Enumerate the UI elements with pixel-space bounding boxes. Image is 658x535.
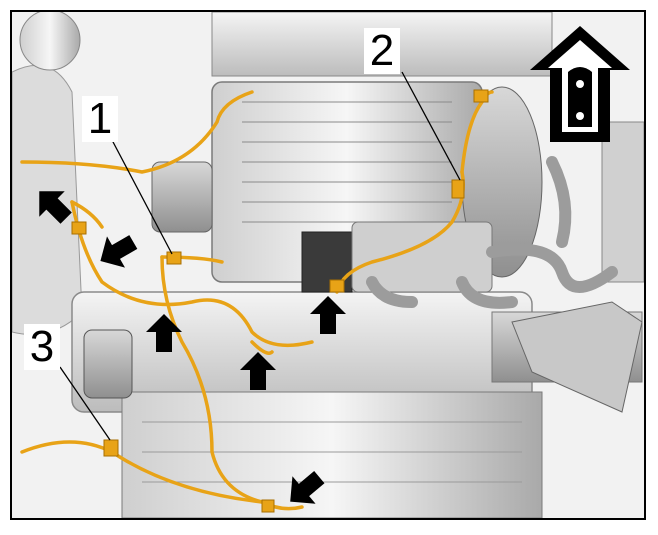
starter-motor [151, 161, 213, 233]
callout-label-2: 2 [364, 28, 400, 74]
bottom-ribs [142, 421, 522, 483]
leader-lines [59, 71, 461, 441]
coolant-hoses [366, 156, 618, 309]
travel-direction-icon [530, 26, 630, 142]
diagram-frame: 1 2 3 [10, 10, 646, 520]
control-arm [511, 301, 643, 413]
right-bracket [601, 121, 644, 283]
left-cylinder [83, 329, 133, 399]
harness-connectors [71, 89, 489, 513]
engine-wiring-illustration [12, 12, 644, 518]
callout-label-3: 3 [24, 324, 60, 370]
top-left-mount [19, 12, 81, 71]
callout-label-1: 1 [82, 96, 118, 142]
arrow-icon [39, 191, 346, 504]
bottom-case [121, 391, 543, 518]
